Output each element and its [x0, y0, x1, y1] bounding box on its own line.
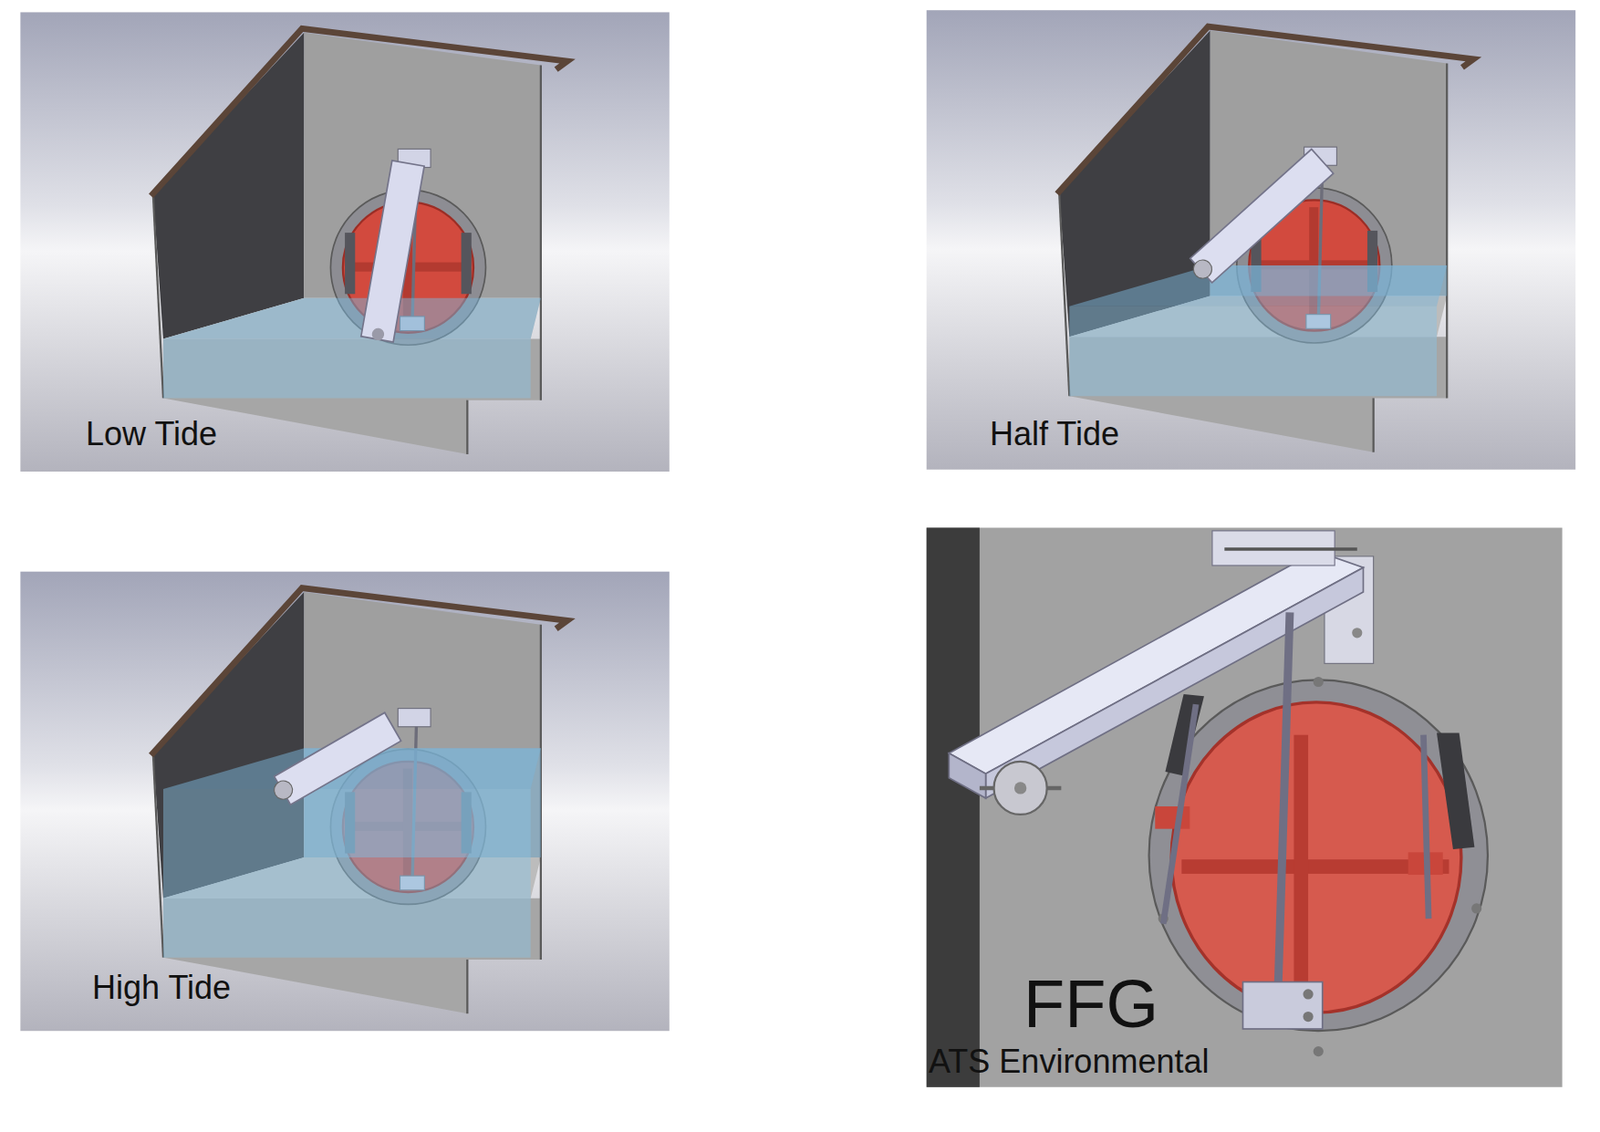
half-tide-panel — [926, 10, 1576, 470]
panel-label: Half Tide — [989, 417, 1120, 451]
ffg-closeup — [926, 528, 1563, 1088]
high-tide-panel — [20, 571, 669, 1032]
low-tide-panel — [20, 11, 669, 472]
panel-label: High Tide — [92, 971, 231, 1005]
company-label: ATS Environmental — [928, 1045, 1209, 1079]
product-label: FFG — [1023, 970, 1159, 1039]
panel-label: Low Tide — [85, 417, 218, 451]
